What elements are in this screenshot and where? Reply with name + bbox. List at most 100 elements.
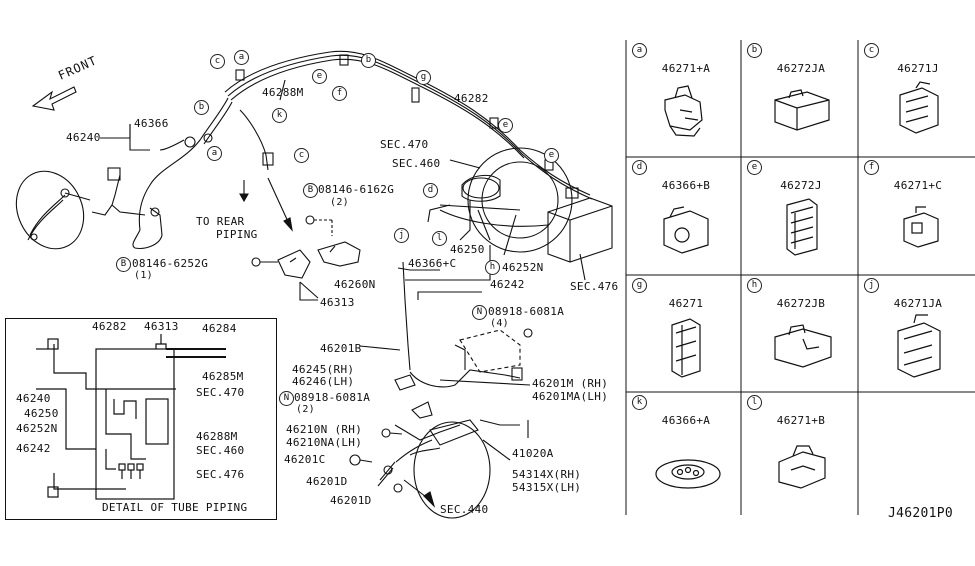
clip-cell-letter: d <box>632 160 647 175</box>
label-54315X-lh: 54315X(LH) <box>512 481 582 494</box>
clip-h-icon <box>774 324 832 368</box>
callout-e-1: e <box>312 69 327 84</box>
clip-cell-letter: j <box>864 278 879 293</box>
label-to-rear: TO REAR <box>196 215 245 228</box>
label-sec470: SEC.470 <box>380 138 429 151</box>
diagram-id: J46201P0 <box>888 506 954 521</box>
detail-label-sec476: SEC.476 <box>196 468 245 481</box>
label-46240: 46240 <box>66 131 101 144</box>
label-sec440: SEC.440 <box>440 503 489 516</box>
detail-label-46285M: 46285M <box>202 370 244 383</box>
nut-mark-1: N <box>472 305 487 320</box>
detail-label-sec470: SEC.470 <box>196 386 245 399</box>
clip-cell-letter: h <box>747 278 762 293</box>
clip-l-icon <box>778 445 826 489</box>
label-piping: PIPING <box>216 228 258 241</box>
clip-c-icon <box>899 81 939 134</box>
label-nut-08918-6081A-2: 08918-6081A <box>294 391 371 404</box>
clip-cell-g: g 46271 <box>630 275 742 391</box>
clip-part-number: 46272JB <box>776 297 826 310</box>
clip-d-icon <box>663 206 709 254</box>
label-46260N: 46260N <box>334 278 376 291</box>
clip-part-number: 46272J <box>780 179 822 192</box>
clip-cell-d: d 46366+B <box>630 157 742 273</box>
detail-label-46240: 46240 <box>16 392 51 405</box>
detail-label-sec460: SEC.460 <box>196 444 245 457</box>
clip-b-icon <box>774 89 830 131</box>
label-bolt-08146-6252G: 08146-6252G <box>132 257 209 270</box>
clip-part-number: 46366+B <box>661 179 711 192</box>
clip-cell-letter: e <box>747 160 762 175</box>
label-46242: 46242 <box>490 278 525 291</box>
detail-label-46242: 46242 <box>16 442 51 455</box>
label-nut-qty-2: (2) <box>296 404 315 415</box>
label-46201D-1: 46201D <box>306 475 348 488</box>
label-sec476: SEC.476 <box>570 280 619 293</box>
callout-l: l <box>432 231 447 246</box>
grommet-k-icon <box>655 459 721 489</box>
label-46246-lh: 46246(LH) <box>292 375 355 388</box>
clip-j-icon <box>897 314 941 378</box>
detail-label-46284: 46284 <box>202 322 237 335</box>
callout-c-2: c <box>294 148 309 163</box>
label-46288M: 46288M <box>262 86 304 99</box>
callout-a-1: a <box>234 50 249 65</box>
detail-label-46250: 46250 <box>24 407 59 420</box>
clip-cell-e: e 46272J <box>745 157 857 273</box>
callout-a-2: a <box>207 146 222 161</box>
clip-f-icon <box>903 206 939 248</box>
detail-box: 46282 46313 46284 46285M SEC.470 46240 4… <box>5 318 277 520</box>
label-46201M-rh: 46201M (RH) <box>532 377 609 390</box>
clip-part-number: 46271 <box>668 297 704 310</box>
label-bolt-qty-2: (2) <box>330 197 349 208</box>
clip-cell-letter: l <box>747 395 762 410</box>
label-46366: 46366 <box>134 117 169 130</box>
label-nut-08918-6081A-4: 08918-6081A <box>488 305 565 318</box>
label-46313: 46313 <box>320 296 355 309</box>
label-sec460: SEC.460 <box>392 157 441 170</box>
nut-mark-2: N <box>279 391 294 406</box>
clip-cell-letter: f <box>864 160 879 175</box>
clip-part-number: 46366+A <box>661 414 711 427</box>
clip-g-icon <box>671 318 701 378</box>
callout-g: g <box>416 70 431 85</box>
clip-cell-letter: g <box>632 278 647 293</box>
detail-title: DETAIL OF TUBE PIPING <box>102 501 248 514</box>
label-46210NA-lh: 46210NA(LH) <box>286 436 363 449</box>
front-arrow-icon <box>31 86 77 111</box>
detail-label-46282: 46282 <box>92 320 127 333</box>
label-46252N: 46252N <box>502 261 544 274</box>
clip-cell-h: h 46272JB <box>745 275 857 391</box>
detail-line-art <box>36 334 226 500</box>
callout-b-2: b <box>361 53 376 68</box>
clip-cell-letter: a <box>632 43 647 58</box>
label-46282: 46282 <box>454 92 489 105</box>
clip-part-number: 46271+B <box>776 414 826 427</box>
clip-part-number: 46271J <box>897 62 939 75</box>
callout-d: d <box>423 183 438 198</box>
label-46245-rh: 46245(RH) <box>292 363 355 376</box>
callout-k: k <box>272 108 287 123</box>
label-bolt-08146-6162G: 08146-6162G <box>318 183 395 196</box>
label-41020A: 41020A <box>512 447 554 460</box>
clip-e-icon <box>786 198 818 256</box>
callout-h: h <box>485 260 500 275</box>
callout-c-1: c <box>210 54 225 69</box>
callout-j: j <box>394 228 409 243</box>
clip-part-number: 46271+C <box>893 179 943 192</box>
label-nut-qty-4: (4) <box>490 318 509 329</box>
callout-f: f <box>332 86 347 101</box>
detail-label-46313: 46313 <box>144 320 179 333</box>
clip-cell-letter: c <box>864 43 879 58</box>
clip-cell-letter: b <box>747 43 762 58</box>
label-46201C: 46201C <box>284 453 326 466</box>
label-bolt-qty-1: (1) <box>134 270 153 281</box>
bolt-mark-2: B <box>116 257 131 272</box>
clip-part-number: 46271JA <box>893 297 943 310</box>
label-46366-c: 46366+C <box>408 257 457 270</box>
clip-a-icon <box>664 85 703 137</box>
